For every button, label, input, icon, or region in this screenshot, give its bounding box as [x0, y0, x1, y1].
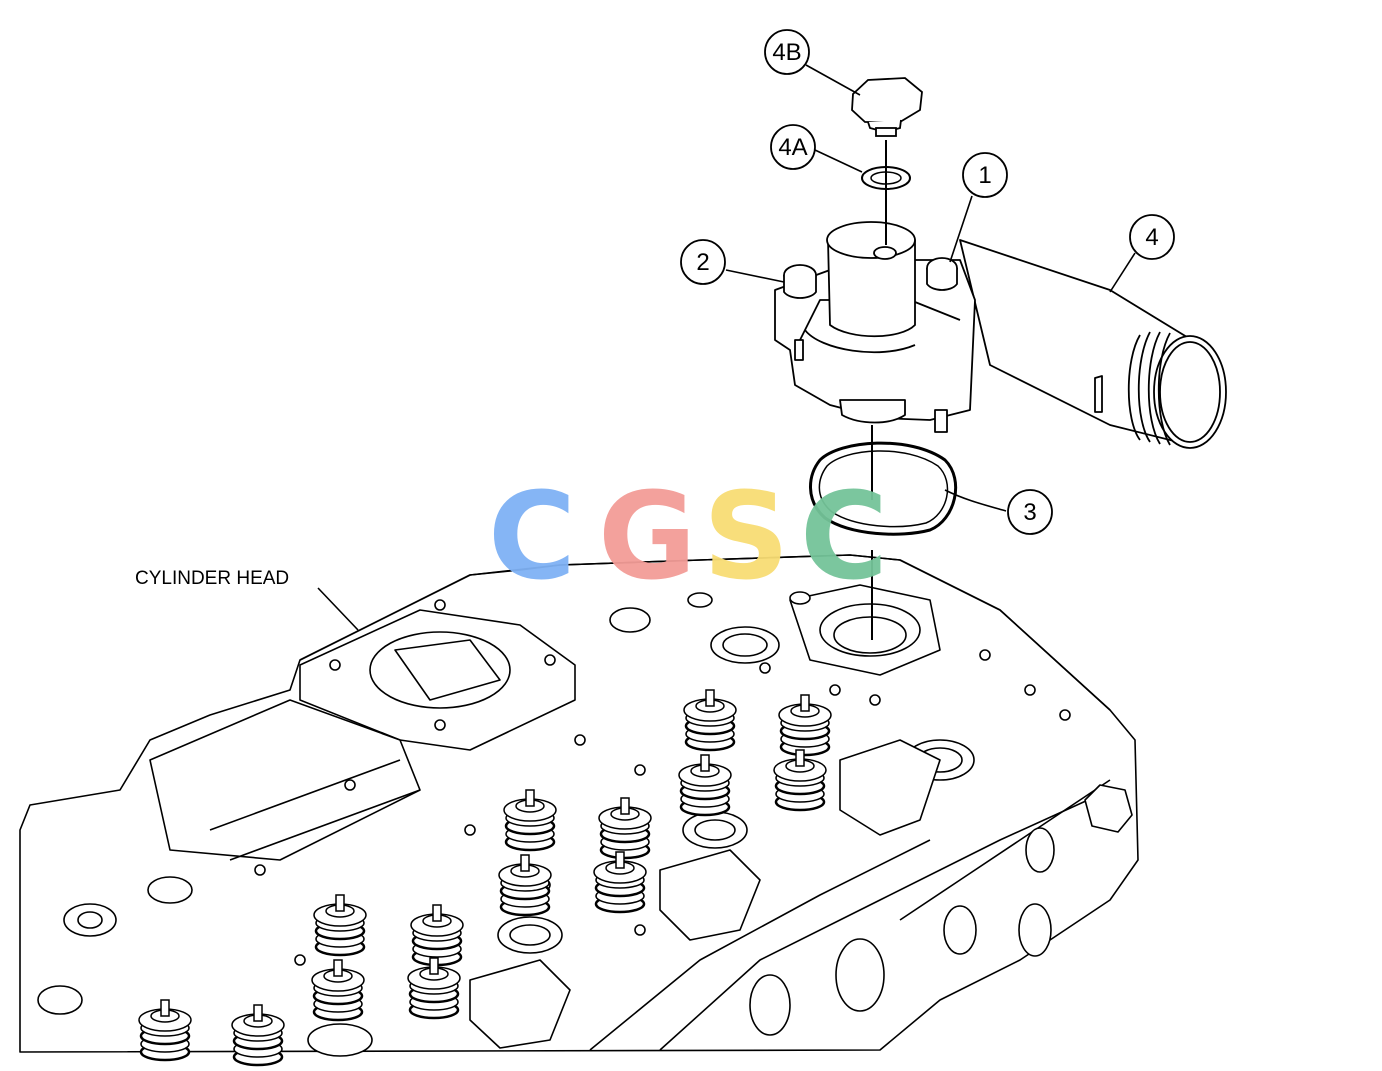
watermark: C G S C — [488, 468, 888, 607]
callout-3: 3 — [1007, 489, 1053, 535]
valve-spring-assembly — [410, 904, 464, 967]
callout-1-label: 1 — [978, 162, 991, 189]
cylinder-head-label: CYLINDER HEAD — [135, 568, 289, 589]
valve-spring-assembly — [503, 789, 557, 852]
callout-4b-label: 4B — [772, 39, 801, 66]
watermark-letter-g: G — [598, 468, 697, 607]
thermostat-housing-drawing — [774, 221, 1227, 449]
callout-bubbles: 4B 4A 1 2 4 3 — [680, 29, 1175, 535]
gasket-3-drawing — [809, 441, 958, 536]
valve-spring-assembly — [407, 957, 461, 1020]
callout-4: 4 — [1129, 214, 1175, 260]
valve-spring-assembly — [593, 851, 647, 914]
valve-spring-assembly — [683, 689, 737, 752]
watermark-letter-c2: C — [800, 468, 888, 607]
leader-lines — [317, 64, 1136, 631]
valve-spring-assembly — [778, 694, 832, 757]
valve-spring-assembly — [311, 959, 365, 1022]
cylinder-head-drawing — [19, 554, 1139, 1057]
watermark-letter-c1: C — [488, 468, 576, 607]
valve-spring-assembly — [678, 754, 732, 817]
valve-spring-assembly — [773, 749, 827, 812]
callout-4b: 4B — [764, 29, 810, 75]
valve-spring-assembly — [313, 894, 367, 957]
valve-spring-assembly — [598, 797, 652, 860]
callout-2: 2 — [680, 239, 726, 285]
callout-4a: 4A — [770, 124, 816, 170]
callout-1: 1 — [962, 152, 1008, 198]
callout-4a-label: 4A — [778, 134, 807, 161]
valve-spring-assembly — [498, 854, 552, 917]
watermark-letter-s: S — [703, 468, 789, 607]
valve-spring-group — [138, 689, 832, 1067]
callout-4-label: 4 — [1145, 224, 1158, 251]
valve-spring-assembly — [231, 1004, 285, 1067]
valve-spring-assembly — [138, 999, 192, 1062]
callout-3-label: 3 — [1023, 499, 1036, 526]
plug-4b-drawing — [851, 77, 923, 137]
explode-lines — [871, 140, 887, 640]
callout-2-label: 2 — [696, 249, 709, 276]
